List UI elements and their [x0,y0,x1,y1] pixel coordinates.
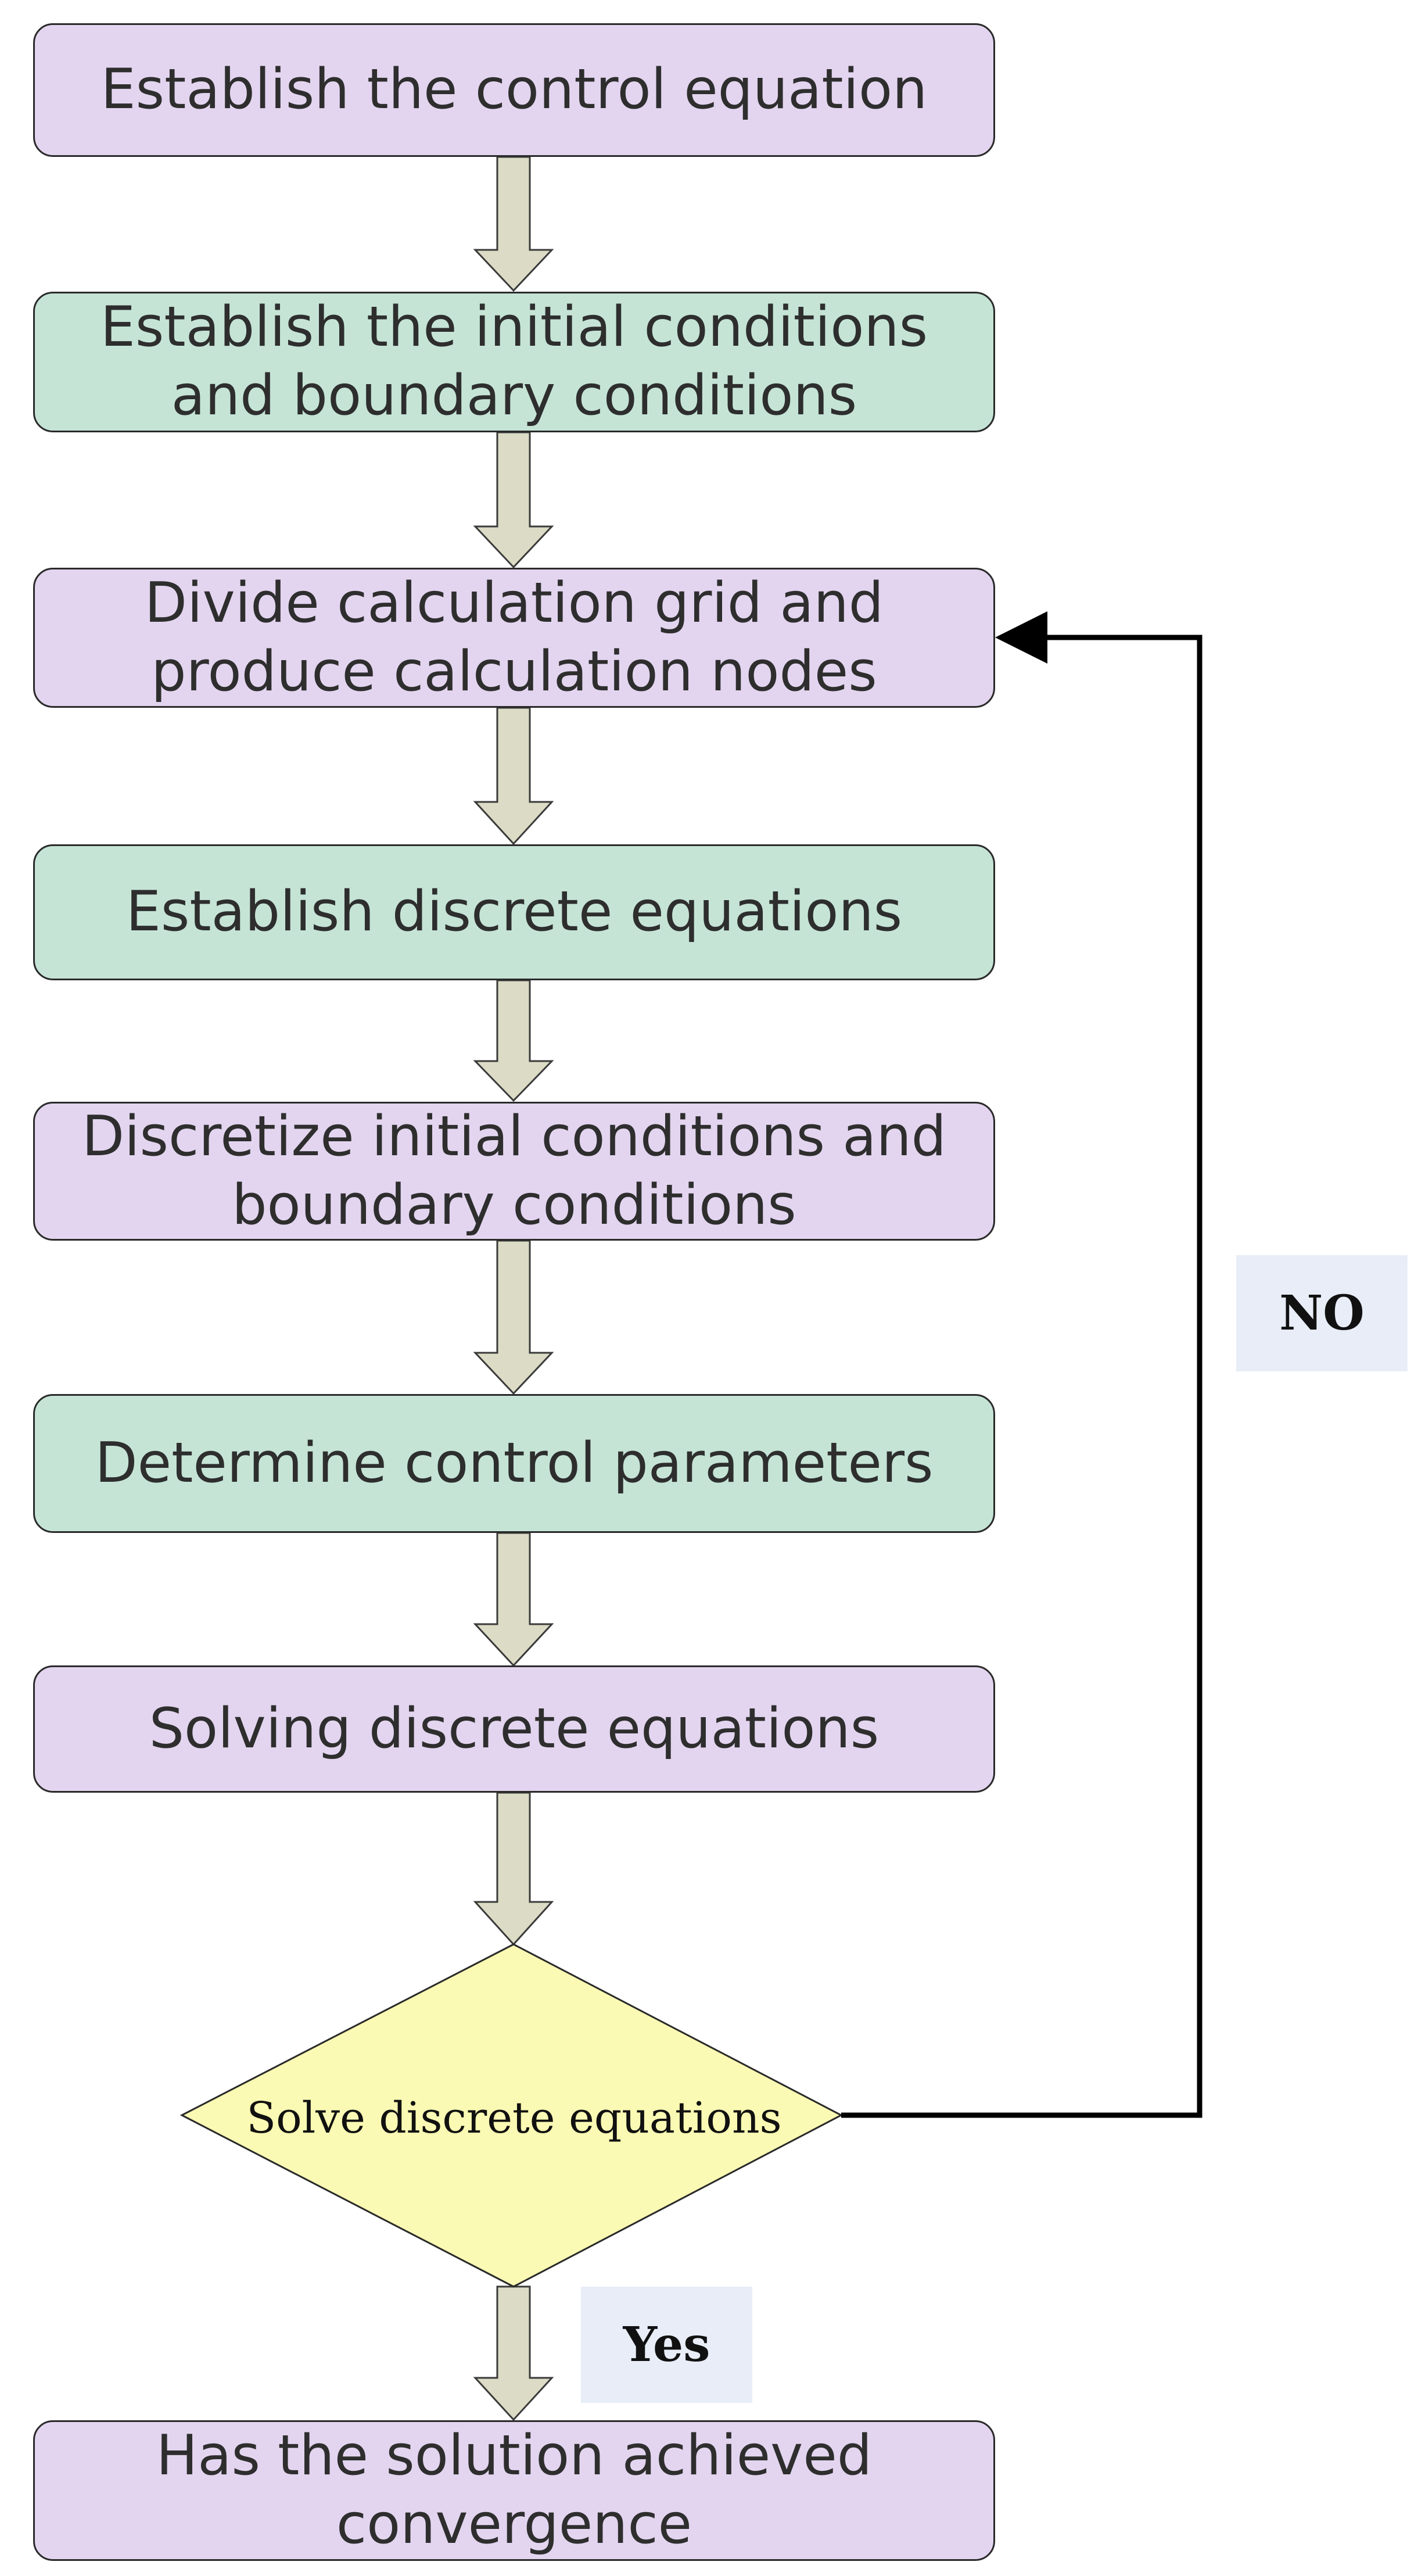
flow-arrow [473,431,554,569]
yes-branch-label: Yes [581,2287,752,2403]
decision-diamond [180,1943,843,2288]
step-divide-calculation-grid: Divide calculation grid and produce calc… [33,568,995,708]
step-initial-boundary-conditions: Establish the initial conditions and bou… [33,292,995,432]
flow-arrows [473,156,554,2421]
flow-arrow [473,1792,554,1946]
flow-arrow [473,2285,554,2421]
step-convergence-check: Has the solution achieved convergence [33,2420,995,2561]
step-determine-control-parameters: Determine control parameters [33,1394,995,1533]
flow-arrow [473,156,554,292]
flow-arrow [473,1532,554,1667]
flow-arrow [473,707,554,845]
no-branch-label: NO [1236,1255,1408,1371]
decision-label: Solve discrete equations [246,2093,782,2143]
flow-arrow [473,979,554,1102]
step-establish-discrete-equations: Establish discrete equations [33,844,995,980]
step-solving-discrete-equations: Solving discrete equations [33,1665,995,1793]
step-discretize-conditions: Discretize initial conditions and bounda… [33,1102,995,1241]
flow-arrow [473,1239,554,1395]
no-branch-connector [841,611,1203,2118]
step-establish-control-equation: Establish the control equation [33,23,995,157]
